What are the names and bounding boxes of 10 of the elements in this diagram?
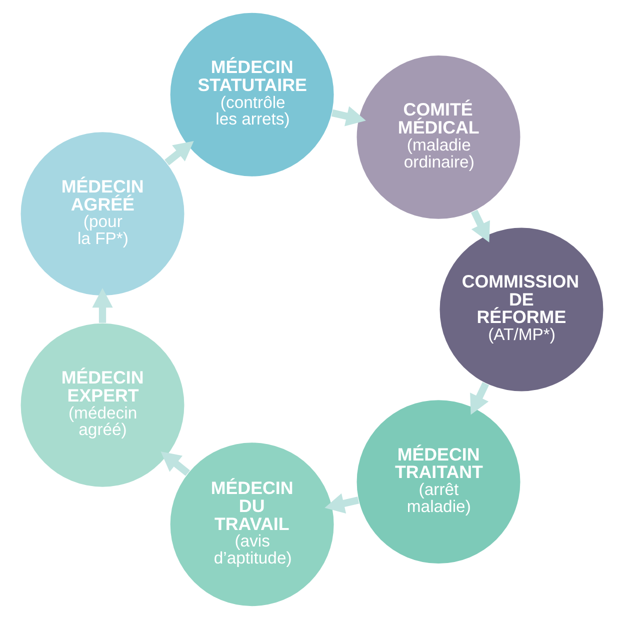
arrow: [324, 493, 359, 514]
node-circle: MÉDECIN TRAITANT (arrêt maladie): [356, 400, 520, 564]
arrow: [470, 382, 489, 415]
arrow: [92, 288, 112, 323]
node-circle: COMMISSION DE RÉFORME (AT/MP*): [439, 228, 603, 392]
arrow: [470, 210, 490, 242]
arrow: [164, 141, 194, 166]
arrow: [160, 452, 190, 476]
arrow: [330, 106, 366, 126]
node-circle: COMITÉ MÉDICAL (maladie ordinaire): [356, 55, 520, 219]
